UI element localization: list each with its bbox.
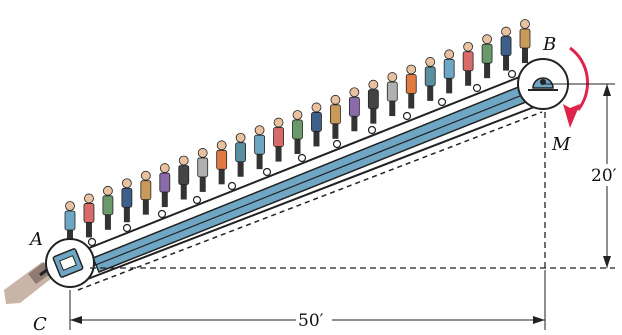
roller [297, 153, 307, 163]
person [83, 193, 95, 238]
person [367, 79, 379, 124]
person [140, 170, 152, 215]
person [443, 49, 455, 94]
person [462, 41, 474, 86]
person [254, 125, 265, 170]
roller [227, 181, 237, 191]
person [216, 140, 228, 185]
label-c: C [33, 314, 47, 335]
person [292, 110, 303, 154]
roller [157, 209, 167, 219]
roller [472, 83, 482, 93]
label-m: M [551, 134, 571, 155]
roller [402, 111, 412, 121]
roller [507, 69, 517, 79]
label-a: A [28, 229, 43, 250]
roller [87, 237, 97, 247]
person [235, 132, 247, 177]
conveyor-belt [83, 75, 533, 273]
roller [192, 195, 202, 205]
person [197, 148, 209, 192]
pulley-a [45, 238, 95, 288]
frame-dashed-edge [77, 111, 543, 291]
roller [367, 125, 377, 135]
moment-arrow [563, 46, 590, 128]
roller [122, 223, 132, 233]
person [330, 94, 341, 139]
person [102, 185, 114, 230]
vertical-dimension-label: 20′ [591, 166, 617, 186]
person [500, 26, 512, 71]
person [405, 64, 417, 109]
person [121, 178, 133, 223]
person [424, 57, 436, 101]
people-on-escalator [64, 19, 531, 245]
frame-lower-edge [71, 103, 543, 286]
person [178, 155, 190, 200]
roller [332, 139, 342, 149]
person [481, 34, 493, 79]
label-b: B [542, 34, 556, 55]
belt-rollers [87, 69, 517, 247]
person [348, 87, 360, 132]
ground-support [4, 262, 52, 304]
person [159, 163, 171, 208]
pulley-b [517, 58, 569, 110]
person [311, 102, 322, 147]
horizontal-dimension-label: 50′ [298, 311, 324, 331]
person [64, 201, 76, 245]
person [273, 117, 284, 162]
person [386, 72, 398, 117]
person [519, 19, 531, 63]
roller [262, 167, 272, 177]
roller [437, 97, 447, 107]
